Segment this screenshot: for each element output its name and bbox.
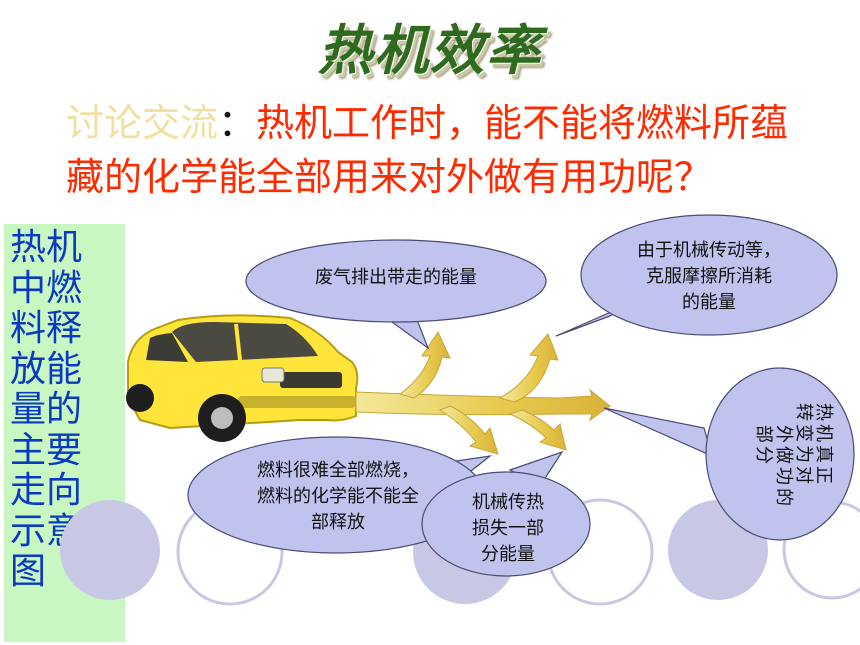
car-headlight xyxy=(261,367,285,383)
useful-work-char: 部 xyxy=(753,425,774,443)
main-arrow-shaft xyxy=(355,388,611,422)
useful-work-char: 正 xyxy=(813,466,834,484)
branch-down-right xyxy=(508,409,567,451)
deco-circle xyxy=(60,500,160,600)
useful-work-char: 外 xyxy=(773,425,794,443)
incomplete-label: 燃料很难全部燃烧，燃料的化学能不能全部释放 xyxy=(257,460,419,533)
useful-work-char: 做 xyxy=(773,446,794,464)
useful-work-char: 机 xyxy=(813,424,834,442)
car-window-divider xyxy=(234,323,242,361)
exhaust-label: 废气排出带走的能量 xyxy=(315,267,477,288)
useful-work-char: 热 xyxy=(813,403,834,421)
bubble-incomplete-combustion: 燃料很难全部燃烧，燃料的化学能不能全部释放 xyxy=(187,436,493,554)
bubble-heat-loss: 机械传热损失一部分能量 xyxy=(421,450,591,577)
bubble-exhaust: 废气排出带走的能量 xyxy=(245,239,547,350)
useful-work-char: 为 xyxy=(793,445,814,463)
car-grille xyxy=(280,372,342,388)
question-line-2: 藏的化学能全部用来对外做有用功呢？ xyxy=(66,155,713,199)
car-hub xyxy=(211,407,233,429)
bubble-friction: 由于机械传动等，克服摩擦所消耗的能量 xyxy=(555,214,838,337)
useful-work-char: 功 xyxy=(773,467,794,485)
page-title: 热机效率 xyxy=(318,18,542,82)
car-bumper xyxy=(238,396,356,408)
car-side-window xyxy=(146,333,188,362)
question-line-1: 热机工作时，能不能将燃料所蕴 xyxy=(256,101,789,145)
energy-flow-arrow xyxy=(355,330,611,455)
discussion-line-1: 讨论交流：热机工作时，能不能将燃料所蕴 xyxy=(66,92,788,147)
discussion-colon: ： xyxy=(218,101,257,145)
useful-work-char: 对 xyxy=(793,466,814,484)
car-wheel xyxy=(126,384,154,412)
useful-work-char: 变 xyxy=(793,424,814,442)
discussion-label: 讨论交流 xyxy=(66,101,219,145)
friction-label: 由于机械传动等，克服摩擦所消耗的能量 xyxy=(637,240,781,313)
useful-work-char: 的 xyxy=(773,488,794,506)
branch-up-right xyxy=(498,333,559,403)
useful-work-char: 转 xyxy=(793,403,814,421)
car-windshield xyxy=(172,322,318,362)
heat-loss-label: 机械传热损失一部分能量 xyxy=(472,492,544,565)
branch-up-left xyxy=(398,330,451,399)
useful-work-char: 真 xyxy=(813,445,834,463)
useful-work-char: 分 xyxy=(753,446,774,464)
car-image xyxy=(126,314,359,442)
branch-down-left xyxy=(438,405,499,455)
sidebar-caption: 热机中燃料释放能量的主要走向示意图 xyxy=(10,227,83,592)
